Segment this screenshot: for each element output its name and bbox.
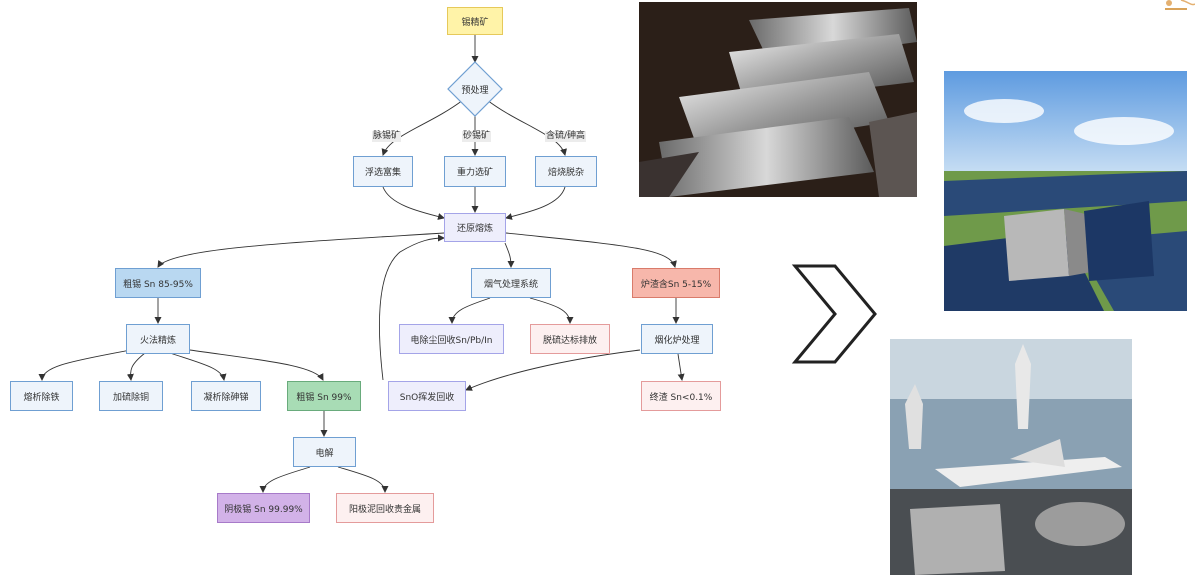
- node-pretreatment-label: 预处理: [461, 85, 489, 96]
- node-flotation: 浮选富集: [353, 156, 413, 187]
- flowchart-edges: [38, 35, 685, 493]
- edge-reduce-fumesys: [504, 242, 515, 268]
- edge-fumesys-dust: [448, 297, 491, 324]
- tin-ingots-photo: [639, 2, 917, 197]
- node-iron-removal: 熔析除铁: [10, 381, 73, 411]
- node-roasting: 焙烧脱杂: [535, 156, 597, 187]
- node-final-slag: 终渣 Sn<0.1%: [641, 381, 721, 411]
- brand-logo: [1165, 0, 1195, 10]
- node-cathode-tin: 阴极锡 Sn 99.99%: [217, 493, 310, 523]
- edge-fumesys-desulf: [529, 297, 574, 324]
- node-electrolysis: 电解: [293, 437, 356, 467]
- edge-label-lode-ore: 脉锡矿: [372, 131, 402, 142]
- edge-electro-cathode: [259, 466, 311, 493]
- edge-pre-float: [381, 99, 464, 156]
- node-electrostatic-dust: 电除尘回收Sn/Pb/In: [399, 324, 504, 354]
- node-desulfurization: 脱硫达标排放: [530, 324, 610, 354]
- edge-float-reduce: [382, 186, 445, 220]
- node-fuming-furnace: 烟化炉处理: [641, 324, 713, 354]
- edge-fire-asb: [169, 352, 227, 381]
- aerospace-factory-illustration: [890, 339, 1132, 575]
- node-fire-refining: 火法精炼: [126, 324, 190, 354]
- edge-fire-cu: [126, 352, 146, 381]
- node-copper-removal: 加硫除铜: [99, 381, 163, 411]
- edge-pre-roast: [486, 99, 567, 156]
- process-flowchart: 锡精矿 预处理 脉锡矿 砂锡矿 含硫/砷高 浮选富集 重力选矿 焙烧脱杂 还原熔…: [10, 7, 721, 523]
- node-flue-gas-system: 烟气处理系统: [471, 268, 551, 298]
- node-sno-recovery: SnO挥发回收: [388, 381, 466, 411]
- edge-label-high-sulfur: 含硫/砷高: [545, 131, 587, 142]
- edge-label-placer-ore: 砂锡矿: [462, 131, 492, 142]
- edge-fumer-final: [677, 353, 685, 381]
- node-pretreatment: 预处理: [446, 60, 504, 118]
- solar-panel-illustration: [944, 71, 1187, 311]
- diamond-shape: [447, 61, 503, 117]
- edge-sno-reduce: [378, 234, 445, 381]
- node-anode-slime: 阳极泥回收贵金属: [336, 493, 434, 523]
- solar-panel-photo: [944, 71, 1187, 311]
- node-crude-tin-99: 粗锡 Sn 99%: [287, 381, 361, 411]
- tin-ingots-illustration: [639, 2, 917, 197]
- edge-fire-crude99: [189, 349, 324, 381]
- node-gravity-separation: 重力选矿: [444, 156, 506, 187]
- node-arsenic-antimony-removal: 凝析除砷锑: [191, 381, 261, 411]
- edge-reduce-slag: [505, 232, 677, 268]
- node-reduction-smelting: 还原熔炼: [444, 213, 506, 242]
- chevron-right-icon: [791, 264, 877, 364]
- edge-fumer-sno: [465, 349, 641, 391]
- aerospace-factory-photo: [890, 339, 1132, 575]
- edge-electro-anode: [337, 466, 389, 493]
- node-slag: 炉渣含Sn 5-15%: [632, 268, 720, 298]
- edge-fire-fe: [38, 349, 131, 381]
- edge-roast-reduce: [505, 186, 566, 220]
- node-tin-concentrate: 锡精矿: [447, 7, 503, 35]
- node-crude-tin: 粗锡 Sn 85-95%: [115, 268, 201, 298]
- edge-reduce-crude: [157, 232, 445, 268]
